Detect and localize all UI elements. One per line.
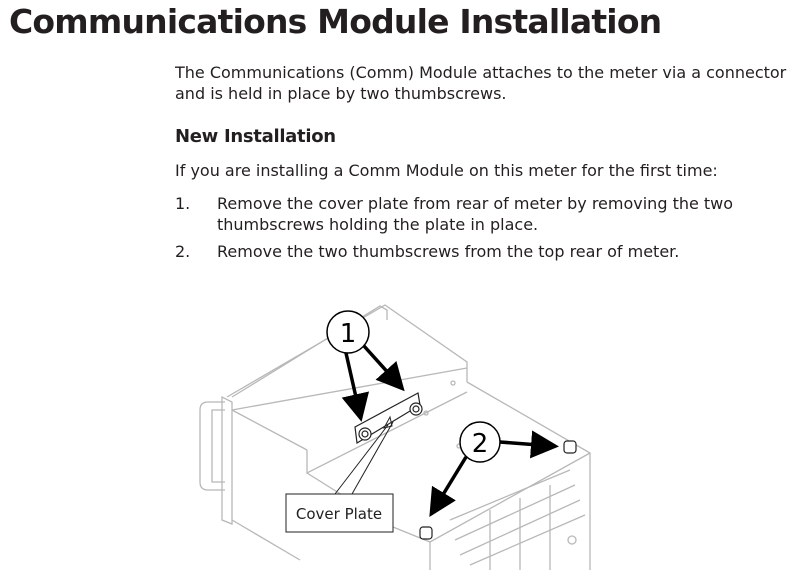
- step-number: 2.: [175, 242, 191, 261]
- section-intro: If you are installing a Comm Module on t…: [175, 161, 718, 180]
- callout-1-label: 1: [340, 319, 357, 349]
- steps-list: 1. Remove the cover plate from rear of m…: [175, 193, 795, 268]
- page-title: Communications Module Installation: [9, 2, 662, 41]
- step-text: Remove the two thumbscrews from the top …: [217, 242, 680, 261]
- meter-outline: [199, 304, 591, 570]
- section-heading: New Installation: [175, 126, 336, 147]
- list-item: 1. Remove the cover plate from rear of m…: [175, 193, 795, 235]
- list-item: 2. Remove the two thumbscrews from the t…: [175, 241, 795, 262]
- step-number: 1.: [175, 194, 191, 213]
- cover-plate-label: Cover Plate: [296, 505, 382, 523]
- callout-1: 1: [326, 310, 405, 422]
- cover-plate-callout: Cover Plate: [285, 421, 394, 533]
- callout-2: 2: [429, 421, 559, 517]
- step-text: Remove the cover plate from rear of mete…: [217, 194, 734, 234]
- callout-2-label: 2: [472, 429, 489, 459]
- intro-paragraph: The Communications (Comm) Module attache…: [175, 63, 787, 103]
- thumbscrew-icon: [358, 402, 577, 540]
